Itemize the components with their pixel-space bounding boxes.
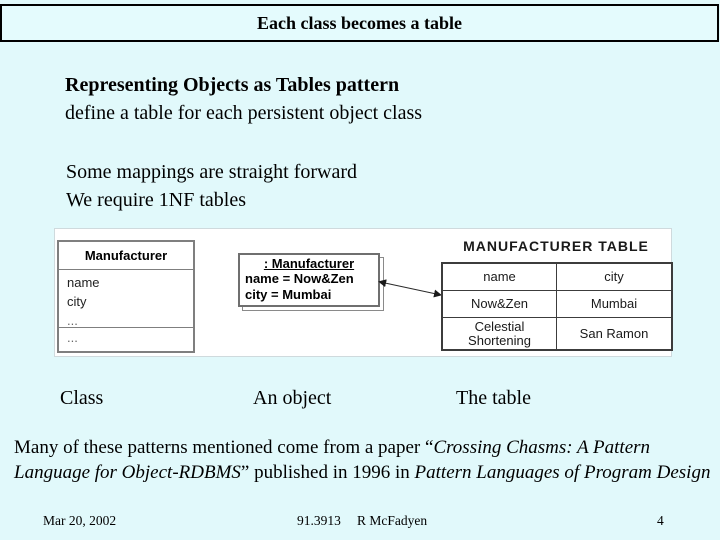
citation-paper-title: Crossing Chasms: A Pattern Language for … <box>14 437 651 483</box>
object-attribute: name = Now&Zen <box>245 271 354 286</box>
table-header-cell: name <box>443 264 557 291</box>
caption-object: An object <box>253 387 332 409</box>
citation-text: Many of these patterns mentioned come fr… <box>14 437 434 458</box>
uml-class-box: Manufacturer name city ... ... <box>57 240 195 353</box>
caption-class: Class <box>60 387 104 409</box>
class-attribute: city <box>67 294 87 309</box>
table-header-cell: city <box>557 264 671 291</box>
class-attribute-ellipsis: ... <box>67 313 78 328</box>
uml-object-box: : Manufacturer name = Now&Zen city = Mum… <box>238 253 380 307</box>
object-name: : Manufacturer <box>263 256 355 271</box>
footer-page-number: 4 <box>657 513 664 528</box>
class-attributes: name city ... <box>59 270 193 328</box>
manufacturer-table: name city Now&Zen Mumbai Celestial Short… <box>441 262 673 351</box>
table-cell: Celestial Shortening <box>443 318 557 349</box>
pattern-subheading: define a table for each persistent objec… <box>65 102 423 124</box>
slide-title-bar: Each class becomes a table <box>0 4 719 42</box>
table-cell: San Ramon <box>579 325 649 341</box>
table-cell: Mumbai <box>557 291 671 318</box>
table-cell: Now&Zen <box>443 291 557 318</box>
class-name: Manufacturer <box>59 242 193 270</box>
slide-title: Each class becomes a table <box>257 12 462 33</box>
citation-text: ” published in 1996 in <box>240 461 415 483</box>
class-attribute: name <box>67 275 100 290</box>
citation-paragraph: Many of these patterns mentioned come fr… <box>14 436 718 485</box>
citation-book-title: Pattern Languages of Program Design <box>414 461 711 483</box>
body-line-1: Some mappings are straight forward <box>66 161 358 183</box>
object-to-table-arrow-icon <box>378 279 442 298</box>
pattern-heading: Representing Objects as Tables pattern <box>65 74 400 96</box>
caption-table: The table <box>456 387 531 409</box>
body-line-2: We require 1NF tables <box>66 189 246 211</box>
footer-date: Mar 20, 2002 <box>43 513 117 528</box>
class-operations: ... <box>67 330 78 345</box>
object-attribute: city = Mumbai <box>245 287 332 302</box>
diagram-image-panel: Manufacturer name city ... ... : Manufac… <box>54 228 673 357</box>
footer-course-number: 91.3913 <box>297 513 341 528</box>
footer-author: R McFadyen <box>357 513 428 528</box>
table-title: MANUFACTURER TABLE <box>463 238 649 254</box>
